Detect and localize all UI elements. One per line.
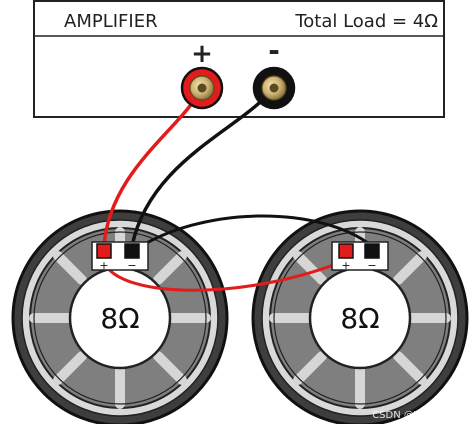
amplifier-panel: AMPLIFIER Total Load = 4Ω + - (33, 0, 445, 118)
wire-amp-negative (130, 86, 276, 248)
amplifier-title: AMPLIFIER (64, 11, 158, 32)
speaker-right-plus: + (341, 259, 350, 272)
speaker-right-terminals: + − (331, 241, 389, 272)
amp-negative-terminal (252, 66, 296, 110)
speaker-left-minus: − (127, 259, 136, 272)
watermark: CSDN @VirtuousLiu (372, 410, 470, 421)
amp-positive-terminal (180, 66, 224, 110)
wire-positive-link (102, 258, 348, 292)
speaker-left-impedance: 8Ω (100, 302, 139, 335)
speaker-left-terminals: + − (91, 241, 149, 272)
speaker-left: 8Ω (13, 211, 227, 424)
wire-negative-link (130, 214, 374, 254)
amp-plus-sign: + (191, 39, 213, 69)
speaker-right-impedance: 8Ω (340, 302, 379, 335)
speaker-right-minus: − (367, 259, 376, 272)
speaker-left-plus: + (99, 259, 108, 272)
amp-minus-sign: - (268, 34, 280, 67)
total-load-label: Total Load = 4Ω (294, 11, 438, 32)
speaker-right: 8Ω (253, 211, 467, 424)
